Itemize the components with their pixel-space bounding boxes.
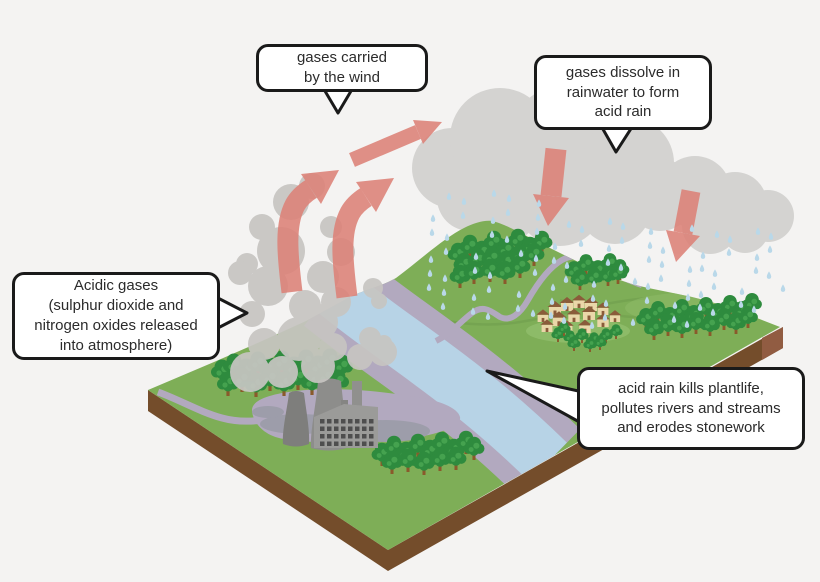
raindrop-icon	[687, 265, 693, 273]
smoke-puff-icon	[277, 317, 321, 361]
smoke-puff-icon	[266, 356, 298, 388]
factory-window	[355, 434, 360, 439]
factory-window	[327, 419, 332, 424]
factory-window	[320, 441, 325, 446]
speech-bubble-effects: acid rain kills plantlife, pollutes rive…	[577, 367, 805, 450]
acid-rain-arrow-icon	[533, 147, 701, 262]
raindrop-icon	[659, 260, 665, 268]
raindrop-icon	[646, 255, 652, 263]
smoke-puff-icon	[249, 214, 275, 240]
raindrop-icon	[606, 244, 612, 252]
factory-window	[334, 434, 339, 439]
smoke-puff-icon	[248, 266, 288, 306]
raindrop-icon	[645, 282, 651, 290]
factory-windows	[320, 419, 374, 446]
river-icon	[315, 269, 567, 482]
raindrop-icon	[712, 269, 718, 277]
raindrop-icon	[780, 284, 786, 292]
factory-window	[341, 441, 346, 446]
smoke-puff-icon	[239, 301, 265, 327]
factory-window	[327, 434, 332, 439]
raindrop-icon	[686, 279, 692, 287]
factory-window	[362, 426, 367, 431]
factory-window	[348, 419, 353, 424]
factory-window	[362, 419, 367, 424]
raindrop-icon	[754, 253, 760, 261]
raindrop-icon	[739, 287, 745, 295]
speech-bubble-dissolve: gases dissolve in rainwater to form acid…	[534, 55, 712, 130]
bubble-dissolve-text: gases dissolve in rainwater to form acid…	[565, 63, 681, 121]
smoke-puff-icon	[359, 327, 381, 349]
raindrop-icon	[632, 277, 638, 285]
smoke-puff-icon	[228, 261, 252, 285]
smoke-puff-icon	[371, 293, 387, 309]
factory-window	[320, 426, 325, 431]
factory-window	[341, 434, 346, 439]
factory-window	[334, 441, 339, 446]
factory-window	[327, 441, 332, 446]
raindrop-icon	[430, 214, 436, 222]
bubble-wind-text: gases carried by the wind	[296, 49, 388, 86]
factory-window	[362, 441, 367, 446]
raindrop-icon	[699, 264, 705, 272]
factory-window	[334, 419, 339, 424]
factory-window	[362, 434, 367, 439]
raindrop-icon	[767, 245, 773, 253]
factory-window	[369, 434, 374, 439]
factory-window	[348, 434, 353, 439]
smoke-puff-icon	[319, 333, 347, 361]
chimney-icon	[352, 381, 362, 409]
raindrop-icon	[698, 290, 704, 298]
smoke-puff-icon	[347, 344, 373, 370]
factory-window	[327, 426, 332, 431]
smoke-plume-icon	[228, 173, 397, 392]
smoke-puff-icon	[307, 261, 339, 293]
smoke-puff-icon	[289, 290, 321, 322]
raindrop-icon	[647, 241, 653, 249]
factory-window	[334, 426, 339, 431]
factory-icon	[282, 378, 378, 451]
factory-window	[320, 419, 325, 424]
factory-window	[369, 441, 374, 446]
wind-arrow-icon	[277, 120, 442, 299]
raindrop-icon	[429, 228, 435, 236]
factory-window	[341, 426, 346, 431]
factory-window	[369, 426, 374, 431]
factory-window	[369, 419, 374, 424]
factory-window	[341, 419, 346, 424]
bubble-effects-text: acid rain kills plantlife, pollutes rive…	[601, 379, 781, 437]
factory-window	[355, 441, 360, 446]
smoke-puff-icon	[376, 335, 392, 351]
smoke-puff-icon	[363, 278, 383, 298]
raindrop-icon	[658, 274, 664, 282]
raindrop-icon	[711, 282, 717, 290]
speech-bubble-wind: gases carried by the wind	[256, 44, 428, 92]
raindrop-icon	[766, 271, 772, 279]
raindrop-icon	[726, 248, 732, 256]
speech-bubble-acidic-gases: Acidic gases (sulphur dioxide and nitrog…	[12, 272, 220, 360]
factory-window	[355, 419, 360, 424]
bubble-acidic-text: Acidic gases (sulphur dioxide and nitrog…	[34, 277, 198, 354]
factory-window	[355, 426, 360, 431]
factory-window	[320, 434, 325, 439]
raindrop-icon	[753, 266, 759, 274]
factory-window	[348, 441, 353, 446]
smoke-puff-icon	[230, 352, 270, 392]
smoke-puff-icon	[248, 328, 280, 360]
raindrop-icon	[685, 293, 691, 301]
factory-window	[348, 426, 353, 431]
raindrop-icon	[660, 246, 666, 254]
cooling-tower-icon	[282, 391, 310, 447]
raindrop-icon	[444, 233, 450, 241]
